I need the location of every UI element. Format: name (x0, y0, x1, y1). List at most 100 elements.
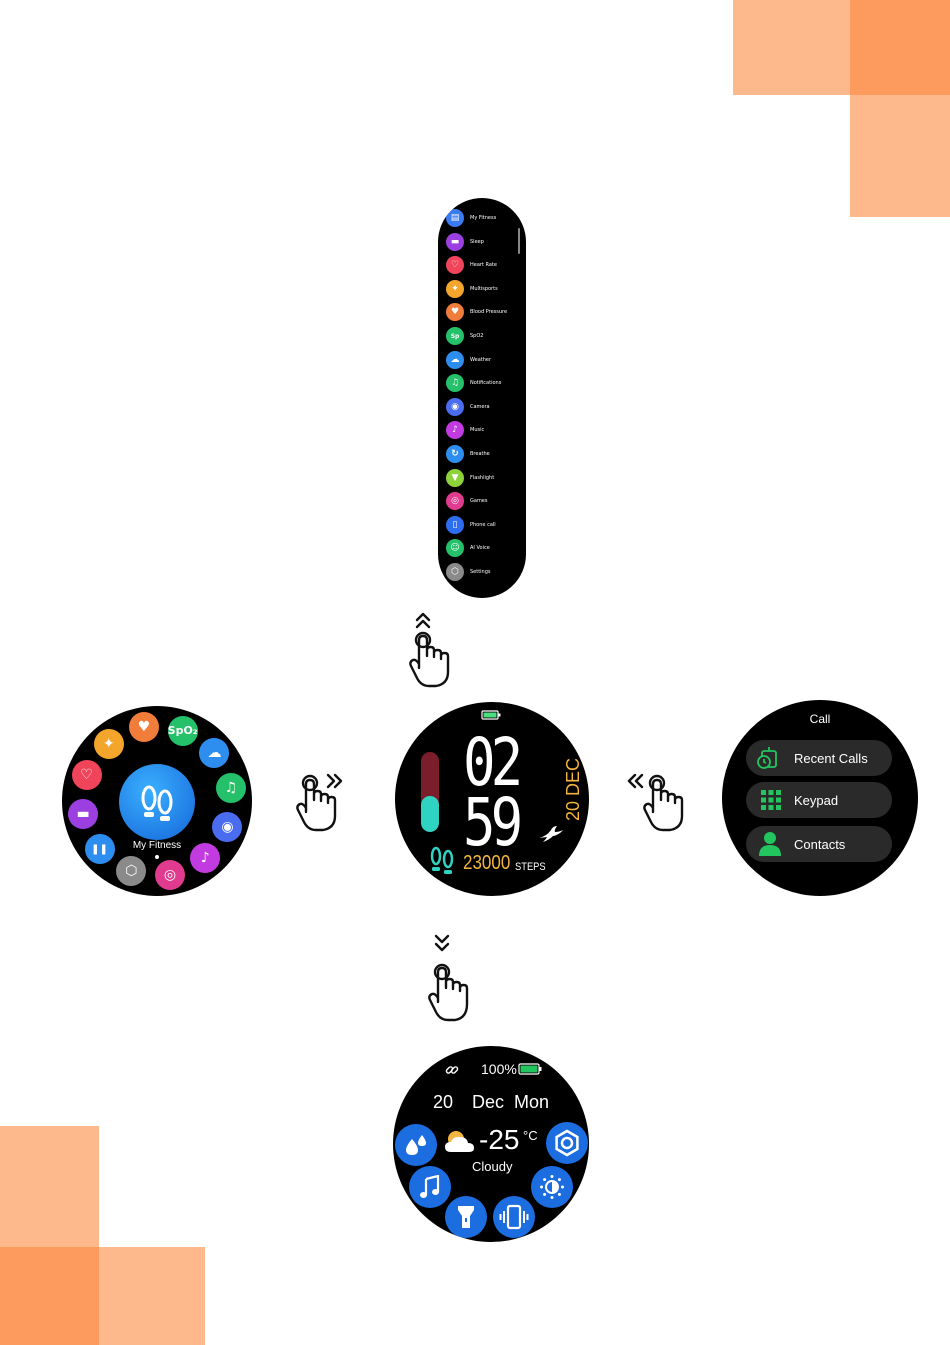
spo2-icon: Sp (446, 327, 464, 345)
menu-item-fitness[interactable]: ▤My Fitness (446, 208, 522, 228)
multisports-icon: ✦ (446, 279, 464, 298)
weather-condition: Cloudy (472, 1159, 513, 1174)
vibration-button[interactable] (493, 1196, 535, 1238)
vibration-icon (499, 1204, 529, 1230)
menu-item-sleep[interactable]: ▬Sleep (446, 232, 522, 252)
menu-item-flashlight[interactable]: ▼Flashlight (446, 468, 522, 488)
fitness-icon[interactable]: ❚❚ (84, 834, 115, 865)
brightness-button[interactable] (531, 1166, 573, 1208)
bell-icon: ♫ (446, 374, 464, 393)
menu-item-settings[interactable]: ⬡ Settings (446, 562, 522, 582)
menu-item-ai-voice[interactable]: ☺AI Voice (446, 538, 522, 558)
fitness-center-button[interactable] (119, 764, 195, 840)
sleep-icon[interactable]: ▬ (68, 799, 99, 830)
page-indicator-dot (155, 855, 159, 859)
menu-item-label: Multisports (470, 285, 498, 292)
music-button[interactable] (409, 1166, 451, 1208)
weather-icon: ☁ (446, 350, 464, 369)
settings-icon[interactable]: ⬡ (116, 856, 147, 887)
flashlight-icon: ▼ (446, 468, 464, 487)
phone-icon: ▯ (446, 515, 464, 534)
contacts-button[interactable]: Contacts (746, 826, 892, 862)
temperature-value: -25 (479, 1124, 520, 1155)
ai-voice-icon: ☺ (446, 539, 464, 558)
blood-pressure-icon[interactable]: ♥ (128, 712, 159, 743)
menu-item-phone[interactable]: ▯ Phone call (446, 515, 522, 535)
recent-calls-button[interactable]: Recent Calls (746, 740, 892, 776)
music-icon[interactable]: ♪ (190, 843, 221, 874)
keypad-button[interactable]: Keypad (746, 782, 892, 818)
decor-square-top-left (733, 0, 850, 95)
menu-item-label: Notifications (470, 380, 502, 387)
activity-progress-bar (421, 752, 439, 832)
multisports-icon[interactable]: ✦ (93, 728, 124, 759)
weather-icon[interactable]: ☁ (199, 737, 230, 768)
menu-item-label: Games (470, 498, 488, 505)
decor-square-mid-right (850, 95, 950, 217)
breathe-icon: ↻ (446, 445, 464, 463)
menu-item-label: Settings (470, 569, 491, 575)
menu-item-music[interactable]: ♪ Music (446, 420, 522, 440)
brightness-icon (540, 1175, 564, 1199)
decor-square-bottom-right (99, 1247, 205, 1345)
date-month: Dec (472, 1092, 505, 1112)
menu-item-label: Blood Pressure (470, 309, 508, 316)
flashlight-button[interactable] (445, 1196, 487, 1238)
contacts-icon (759, 832, 781, 856)
home-watch-face[interactable]: 02 59 20 DEC 23000 STEPS (395, 702, 589, 896)
water-drops-icon (406, 1135, 426, 1155)
menu-item-weather[interactable]: ☁ Weather (446, 350, 522, 370)
menu-item-label: Weather (470, 356, 492, 363)
menu-item-multisports[interactable]: ✦ Multisports (446, 279, 522, 299)
date-day: 20 (433, 1092, 454, 1112)
games-icon[interactable]: ◎ (155, 859, 186, 890)
music-icon: ♪ (446, 421, 464, 440)
contacts-label: Contacts (794, 836, 846, 852)
footprints-icon (141, 785, 173, 821)
games-icon: ◎ (446, 492, 464, 511)
brand-logo-icon (539, 826, 563, 842)
apps-center-label: My Fitness (132, 840, 182, 851)
settings-icon: ⬡ (446, 563, 464, 581)
steps-count: 23000 (463, 852, 511, 874)
water-lock-button[interactable] (395, 1124, 437, 1166)
settings-button[interactable] (546, 1122, 588, 1164)
quick-settings-watch-face[interactable]: 100% 20 Dec Mon -25 °C Cloudy (393, 1046, 589, 1242)
bell-icon[interactable]: ♫ (215, 772, 246, 803)
swipe-right-gesture-icon (296, 773, 343, 832)
recent-calls-icon (757, 747, 777, 769)
flashlight-icon (458, 1206, 474, 1228)
sleep-icon: ▬ (446, 232, 464, 251)
menu-item-games[interactable]: ◎ Games (446, 491, 522, 511)
decor-square-bottom-top (0, 1126, 99, 1247)
menu-item-label: Phone call (470, 521, 496, 528)
keypad-label: Keypad (794, 792, 839, 808)
battery-icon (481, 710, 501, 720)
swipe-down-gesture-icon (428, 934, 469, 1022)
date-weekday: Mon (514, 1092, 550, 1112)
steps-footprints-icon (430, 846, 454, 874)
menu-item-breathe[interactable]: ↻Breathe (446, 444, 522, 464)
app-menu-list[interactable]: ▤My Fitness ▬Sleep ♡Heart Rate ✦ Multisports… (438, 198, 526, 598)
cloudy-weather-icon (445, 1131, 474, 1152)
swipe-left-gesture-icon (627, 773, 684, 832)
camera-icon: ◉ (446, 397, 464, 416)
apps-watch-face[interactable]: SpO₂☁ ♫ ◉♪◎ ⬡❚❚ ▬ ♡✦♥ My Fitness (62, 706, 252, 896)
date-vertical: 20 DEC (563, 758, 583, 822)
menu-item-bell[interactable]: ♫ Notifications (446, 373, 522, 393)
heart-icon: ♡ (446, 256, 464, 275)
call-watch-face[interactable]: Call Recent Calls Keypad Contacts (722, 700, 918, 896)
menu-item-heart[interactable]: ♡Heart Rate (446, 255, 522, 275)
menu-item-blood-pressure[interactable]: ♥Blood Pressure (446, 302, 522, 322)
menu-scrollbar[interactable] (518, 228, 520, 254)
menu-item-label: Music (470, 427, 485, 434)
decor-square-bottom-left (0, 1247, 99, 1345)
heart-icon[interactable]: ♡ (71, 760, 102, 791)
music-note-icon (420, 1175, 440, 1198)
spo2-icon[interactable]: SpO₂ (167, 715, 198, 746)
menu-item-camera[interactable]: ◉Camera (446, 397, 522, 417)
temperature-unit: °C (523, 1128, 538, 1143)
camera-icon[interactable]: ◉ (212, 811, 243, 842)
battery-percentage: 100% (481, 1061, 517, 1077)
